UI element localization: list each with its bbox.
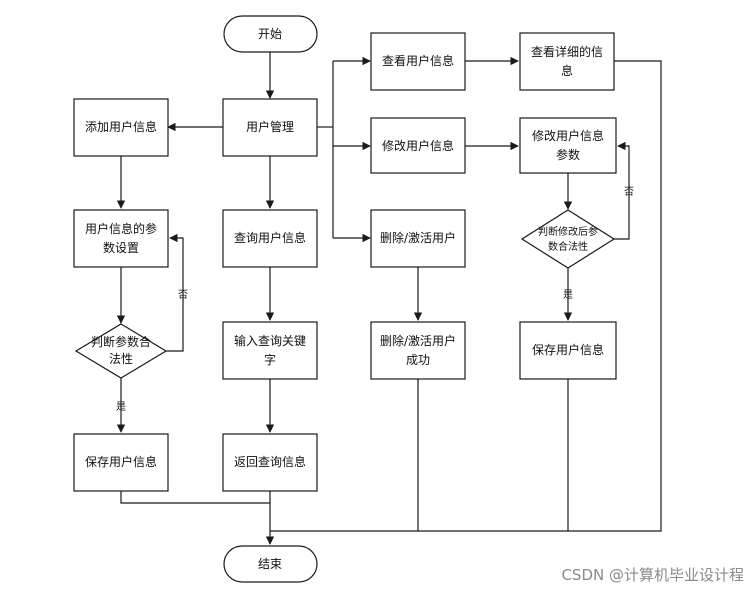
input-keyword-node: 输入查询关键 字 — [222, 321, 318, 380]
delete-success-node: 删除/激活用户 成功 — [370, 321, 466, 380]
legality-check-right-line1: 判断修改后参 — [538, 225, 598, 238]
legality-check-diamond-left: 判断参数合 法性 — [74, 323, 168, 379]
param-setting-node: 用户信息的参 数设置 — [73, 209, 169, 268]
delete-activate-node: 删除/激活用户 — [370, 209, 466, 268]
save-user-node-right: 保存用户信息 — [519, 321, 617, 380]
modify-param-node: 修改用户信息 参数 — [519, 117, 617, 174]
input-keyword-line1: 输入查询关键 — [234, 333, 306, 348]
start-label: 开始 — [258, 27, 282, 41]
watermark-text: CSDN @计算机毕业设计程 — [561, 566, 744, 584]
modify-param-line2: 参数 — [556, 147, 580, 162]
save-user-left-label: 保存用户信息 — [85, 454, 157, 469]
modify-param-line1: 修改用户信息 — [532, 128, 604, 143]
return-query-label: 返回查询信息 — [234, 454, 306, 469]
yes-label-right: 是 — [563, 289, 573, 301]
legality-check-diamond-right: 判断修改后参 数合法性 — [520, 209, 616, 269]
user-management-node: 用户管理 — [222, 98, 318, 157]
no-label-left: 否 — [178, 289, 188, 301]
view-user-node: 查看用户信息 — [370, 32, 466, 91]
param-setting-label-line1: 用户信息的参 — [85, 221, 157, 236]
delete-success-line1: 删除/激活用户 — [380, 333, 456, 348]
view-detail-node: 查看详细的信 息 — [519, 32, 615, 91]
user-management-label: 用户管理 — [246, 119, 294, 134]
add-user-node: 添加用户信息 — [73, 98, 169, 157]
yes-label-left: 是 — [116, 401, 126, 413]
end-label: 结束 — [258, 557, 282, 571]
start-terminal: 开始 — [223, 15, 318, 53]
delete-success-line2: 成功 — [406, 353, 430, 367]
modify-user-node: 修改用户信息 — [370, 117, 466, 174]
param-setting-label-line2: 数设置 — [103, 240, 139, 255]
save-user-right-label: 保存用户信息 — [532, 342, 604, 357]
view-detail-line2: 息 — [561, 63, 573, 78]
save-user-node-left: 保存用户信息 — [73, 433, 169, 492]
query-user-label: 查询用户信息 — [234, 230, 306, 245]
view-detail-line1: 查看详细的信 — [531, 44, 603, 59]
view-user-label: 查看用户信息 — [382, 53, 454, 68]
modify-user-label: 修改用户信息 — [382, 138, 454, 153]
connectors — [116, 52, 662, 545]
return-query-node: 返回查询信息 — [222, 433, 318, 492]
legality-check-left-line1: 判断参数合 — [91, 334, 151, 349]
query-user-node: 查询用户信息 — [222, 209, 318, 268]
no-label-right: 否 — [624, 186, 634, 198]
legality-check-right-line2: 数合法性 — [548, 240, 588, 253]
legality-check-left-line2: 法性 — [109, 352, 133, 366]
input-keyword-line2: 字 — [264, 352, 276, 367]
end-terminal: 结束 — [223, 545, 318, 583]
delete-activate-label: 删除/激活用户 — [380, 230, 456, 245]
add-user-label: 添加用户信息 — [85, 119, 157, 134]
